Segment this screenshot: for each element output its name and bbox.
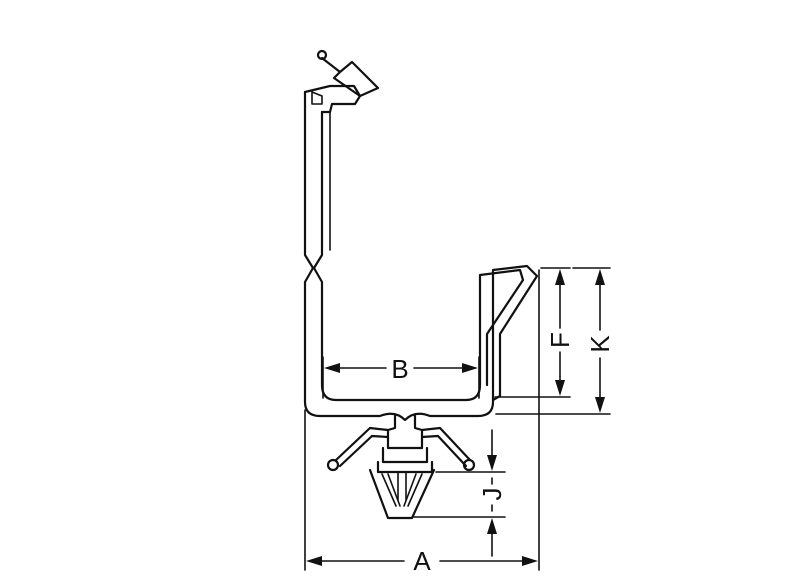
clip-body (303, 49, 539, 422)
mount-wing-tip-right (462, 458, 476, 472)
clip-hook-tab (311, 91, 323, 105)
mount-neck (386, 414, 424, 450)
dimension-b-label: B (391, 354, 408, 384)
mount-wing-left (334, 426, 390, 468)
dimension-a: A (304, 269, 540, 576)
clip-outer-profile (303, 90, 539, 422)
dimension-k-label: K (585, 335, 615, 353)
dimension-f-label: F (545, 332, 575, 348)
dimension-f: F (494, 267, 575, 398)
clip-hook-bead (316, 49, 328, 61)
clip-top-hook (303, 84, 362, 114)
dimension-b: B (322, 354, 480, 399)
mount-head (381, 446, 429, 464)
mount-stem (397, 471, 407, 501)
dimension-a-label: A (413, 546, 431, 576)
mount-wing-right (420, 426, 472, 468)
mount-barb-outer (368, 468, 436, 520)
dimension-k: K (495, 267, 615, 415)
push-mount (326, 414, 476, 520)
mount-collar (376, 460, 434, 474)
dimension-j-label: J (477, 488, 507, 501)
dimension-j: J (413, 429, 507, 557)
clip-inner-profile (312, 110, 525, 402)
mount-wing-tip-left (326, 458, 340, 472)
clip-hook-barb (320, 56, 380, 98)
